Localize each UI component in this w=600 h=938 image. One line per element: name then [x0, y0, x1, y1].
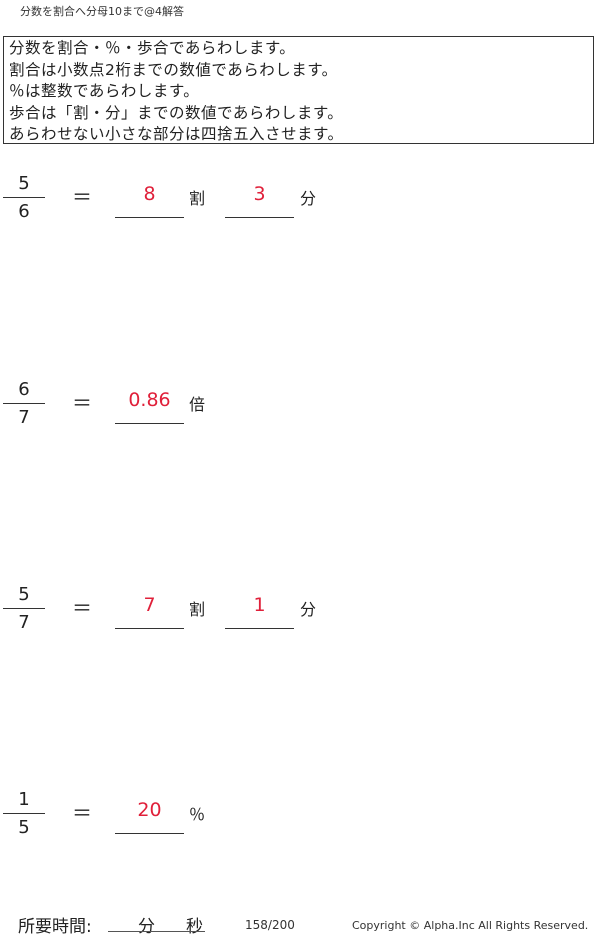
denominator: 7	[18, 612, 30, 633]
answer-bu[interactable]: 3	[225, 183, 294, 218]
instruction-line: あらわせない小さな部分は四捨五入させます。	[9, 125, 344, 143]
instruction-line: 分数を割合・％・歩合であらわします。	[9, 39, 296, 57]
denominator: 6	[18, 201, 30, 222]
worksheet-title: 分数を割合へ分母10まで@4解答	[20, 5, 184, 18]
answer-bu[interactable]: 1	[225, 594, 294, 629]
answer-wari[interactable]: 8	[115, 183, 184, 218]
unit-label: 分	[300, 600, 317, 619]
numerator: 5	[18, 584, 30, 605]
unit-label: 割	[189, 600, 206, 619]
time-label: 所要時間:	[18, 917, 92, 937]
unit-label: 割	[189, 189, 206, 208]
answer-ratio[interactable]: 0.86	[115, 389, 184, 424]
time-underline	[108, 931, 205, 932]
answer-percent[interactable]: 20	[115, 799, 184, 834]
instruction-line: 歩合は「割・分」までの数値であらわします。	[9, 103, 344, 122]
copyright: Copyright © Alpha.Inc All Rights Reserve…	[352, 919, 589, 932]
denominator: 5	[18, 817, 30, 838]
numerator: 1	[18, 789, 30, 810]
unit-label: 分	[300, 189, 317, 208]
instruction-line: 割合は小数点2桁までの数値であらわします。	[9, 60, 338, 79]
unit-label: 倍	[189, 395, 206, 414]
fraction-bar	[3, 608, 45, 609]
denominator: 7	[18, 407, 30, 428]
instructions-box: 分数を割合・％・歩合であらわします。 割合は小数点2桁までの数値であらわします。…	[3, 36, 594, 144]
seconds-label: 秒	[186, 917, 203, 937]
unit-label: ％	[189, 805, 206, 824]
problem-3: 5 7 ＝ 7 割 1 分	[0, 584, 600, 644]
minutes-label: 分	[138, 917, 155, 937]
problem-4: 1 5 ＝ 20 ％	[0, 789, 600, 849]
fraction-bar	[3, 197, 45, 198]
fraction-bar	[3, 813, 45, 814]
numerator: 5	[18, 173, 30, 194]
equals-sign: ＝	[72, 391, 92, 415]
numerator: 6	[18, 379, 30, 400]
equals-sign: ＝	[72, 596, 92, 620]
problem-1: 5 6 ＝ 8 割 3 分	[0, 173, 600, 233]
fraction-bar	[3, 403, 45, 404]
problem-2: 6 7 ＝ 0.86 倍	[0, 379, 600, 439]
equals-sign: ＝	[72, 185, 92, 209]
page-number: 158/200	[245, 918, 295, 932]
equals-sign: ＝	[72, 801, 92, 825]
instruction-line: ％は整数であらわします。	[9, 82, 200, 100]
answer-wari[interactable]: 7	[115, 594, 184, 629]
